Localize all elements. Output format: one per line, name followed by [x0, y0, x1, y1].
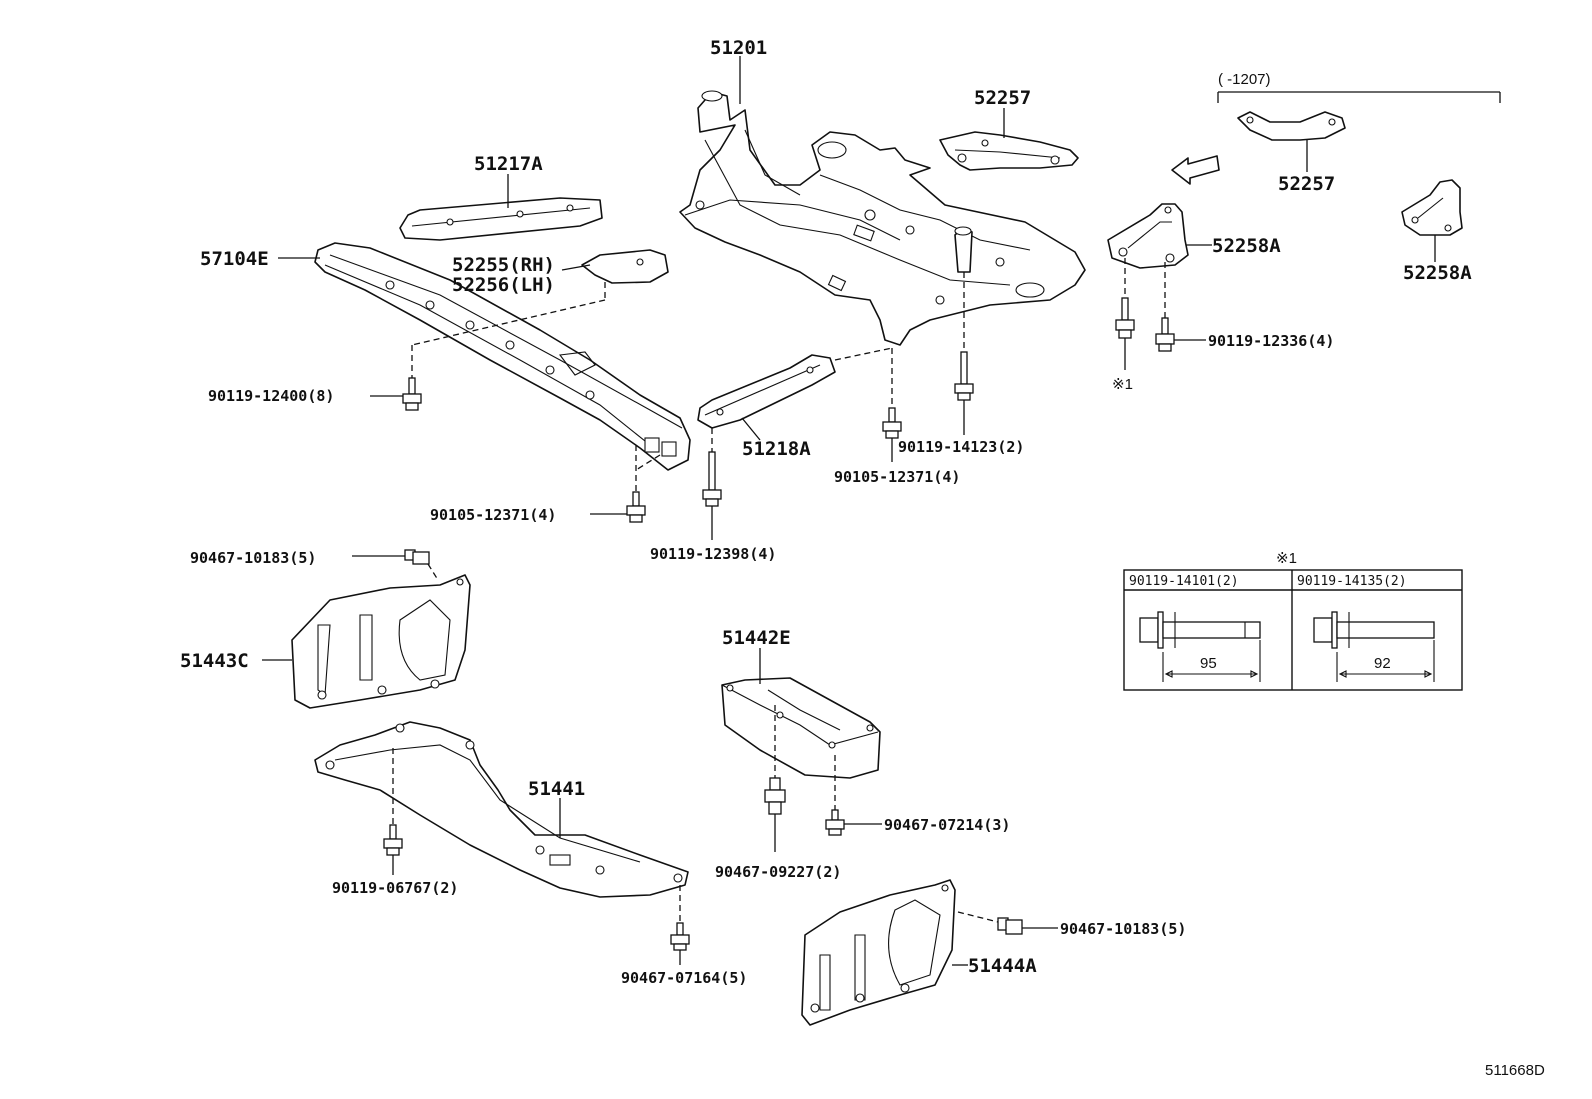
- svg-text:51201: 51201: [710, 37, 767, 59]
- bolt-90119-12400[interactable]: [402, 377, 422, 411]
- svg-text:51441: 51441: [528, 778, 585, 800]
- svg-text:90467-10183(5): 90467-10183(5): [1060, 920, 1186, 938]
- label-57104e: 57104E: [200, 248, 320, 270]
- svg-text:52256(LH): 52256(LH): [452, 274, 555, 296]
- label-51217a: 51217A: [474, 153, 543, 208]
- bolt-90105-12371-left[interactable]: [626, 491, 646, 523]
- part-51201-crossmember[interactable]: [679, 90, 1086, 346]
- label-51444a: 51444A: [952, 955, 1037, 977]
- clip-90467-10183-left[interactable]: [404, 549, 439, 581]
- label-90119-12398: 90119-12398(4): [650, 506, 776, 563]
- label-51441: 51441: [528, 778, 585, 838]
- label-90119-12400: 90119-12400(8): [208, 387, 403, 405]
- label-51443c: 51443C: [180, 650, 292, 672]
- label-90105-12371-left: 90105-12371(4): [430, 506, 627, 524]
- bolt-90119-06767[interactable]: [383, 824, 403, 856]
- clip-90467-09227[interactable]: [764, 777, 786, 815]
- svg-text:51217A: 51217A: [474, 153, 543, 175]
- svg-text:52257: 52257: [974, 87, 1031, 109]
- bolt-90119-14101-drawing: 95: [1139, 611, 1261, 682]
- label-51201: 51201: [710, 37, 767, 104]
- svg-text:51442E: 51442E: [722, 627, 791, 649]
- clip-90467-07164[interactable]: [670, 922, 690, 951]
- label-90119-06767: 90119-06767(2): [332, 855, 458, 897]
- clip-90467-10183-right[interactable]: [957, 911, 1023, 935]
- svg-text:52255(RH): 52255(RH): [452, 254, 555, 276]
- bolt-reference-table: ※1 90119-14101(2) 90119-14135(2) 95: [1123, 550, 1463, 691]
- svg-text:51218A: 51218A: [742, 438, 811, 460]
- svg-text:90119-06767(2): 90119-06767(2): [332, 879, 458, 897]
- svg-text:57104E: 57104E: [200, 248, 269, 270]
- bolt-90119-14123[interactable]: [954, 351, 974, 401]
- label-52258a-left: 52258A: [1186, 235, 1281, 257]
- part-51442e[interactable]: [721, 677, 881, 779]
- svg-text:90119-12336(4): 90119-12336(4): [1208, 332, 1334, 350]
- bolt-90119-14135-drawing: 92: [1313, 611, 1435, 682]
- svg-text:90119-14135(2): 90119-14135(2): [1297, 574, 1407, 589]
- label-90467-07214: 90467-07214(3): [844, 816, 1010, 834]
- svg-text:90105-12371(4): 90105-12371(4): [430, 506, 556, 524]
- svg-text:90119-12398(4): 90119-12398(4): [650, 545, 776, 563]
- direction-arrow-icon: [1171, 155, 1220, 185]
- label-90467-10183-right: 90467-10183(5): [1022, 920, 1186, 938]
- part-57104e[interactable]: [314, 242, 691, 471]
- svg-text:90467-09227(2): 90467-09227(2): [715, 863, 841, 881]
- label-52258a-right: 52258A: [1403, 235, 1472, 284]
- svg-text:51443C: 51443C: [180, 650, 249, 672]
- label-52255-52256: 52255(RH) 52256(LH): [452, 254, 591, 296]
- label-90105-12371-right: 90105-12371(4): [834, 438, 960, 486]
- part-51443c[interactable]: [291, 574, 471, 709]
- svg-text:51444A: 51444A: [968, 955, 1037, 977]
- part-52257-right[interactable]: [1237, 111, 1346, 141]
- label-52257-center: 52257: [974, 87, 1031, 138]
- part-52258a-left[interactable]: [1107, 203, 1189, 269]
- diagram-id: 511668D: [1485, 1062, 1545, 1079]
- label-90467-09227: 90467-09227(2): [715, 814, 841, 881]
- part-52257-center[interactable]: [939, 131, 1079, 171]
- label-51218a: 51218A: [741, 417, 811, 460]
- bolt-90119-12398[interactable]: [702, 451, 722, 507]
- bolt-90105-12371-right[interactable]: [882, 407, 902, 439]
- date-range-bracket: ( -1207): [1217, 71, 1501, 103]
- svg-text:92: 92: [1374, 655, 1391, 672]
- svg-text:90467-07164(5): 90467-07164(5): [621, 969, 747, 987]
- part-52258a-right[interactable]: [1401, 179, 1463, 236]
- label-51442e: 51442E: [722, 627, 791, 684]
- svg-text:90119-12400(8): 90119-12400(8): [208, 387, 334, 405]
- svg-text:90467-07214(3): 90467-07214(3): [884, 816, 1010, 834]
- label-90119-12336: 90119-12336(4): [1174, 332, 1334, 350]
- part-52255-52256[interactable]: [581, 249, 669, 284]
- svg-text:90467-10183(5): 90467-10183(5): [190, 549, 316, 567]
- svg-text:90105-12371(4): 90105-12371(4): [834, 468, 960, 486]
- svg-text:90119-14101(2): 90119-14101(2): [1129, 574, 1239, 589]
- label-52257-right: 52257: [1278, 140, 1335, 195]
- label-90467-10183-left: 90467-10183(5): [190, 549, 405, 567]
- svg-text:※1: ※1: [1276, 550, 1297, 567]
- clip-90467-07214[interactable]: [825, 809, 845, 836]
- svg-text:90119-14123(2): 90119-14123(2): [898, 438, 1024, 456]
- note-marker-1: ※1: [1112, 376, 1133, 393]
- label-90119-14123: 90119-14123(2): [898, 400, 1024, 456]
- part-51217a[interactable]: [399, 197, 603, 241]
- svg-text:95: 95: [1200, 655, 1217, 672]
- label-90467-07164: 90467-07164(5): [621, 950, 747, 987]
- svg-text:52258A: 52258A: [1212, 235, 1281, 257]
- part-51441[interactable]: [314, 721, 689, 898]
- svg-text:52257: 52257: [1278, 173, 1335, 195]
- svg-text:52258A: 52258A: [1403, 262, 1472, 284]
- part-51218a[interactable]: [697, 354, 836, 429]
- part-51444a[interactable]: [801, 879, 956, 1026]
- svg-text:( -1207): ( -1207): [1218, 71, 1271, 88]
- bolts-52258a[interactable]: [1115, 258, 1175, 370]
